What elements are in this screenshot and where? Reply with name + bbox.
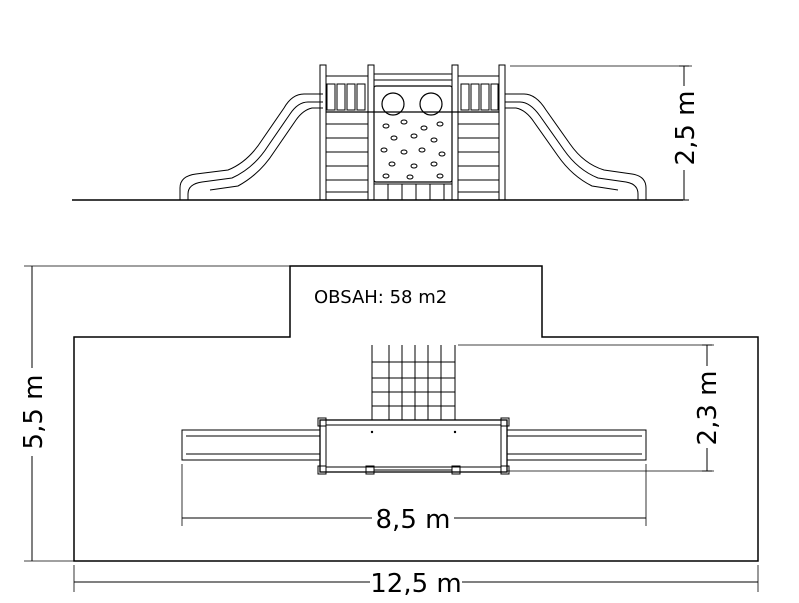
right-slide [505, 93, 647, 200]
climbing-holds [380, 119, 446, 180]
left-slide-plan [181, 429, 320, 461]
zone-length-label: 12,5 m [370, 569, 461, 599]
tower-depth-dimension [458, 344, 714, 472]
equipment-length-label: 8,5 m [376, 505, 451, 535]
play-tower [319, 64, 506, 201]
area-label: OBSAH: 58 m2 [314, 287, 447, 308]
climbing-net [371, 345, 456, 420]
plan-depth-label: 5,5 m [19, 375, 49, 450]
height-dimension [510, 65, 692, 201]
zone-length-dimension [73, 565, 759, 592]
left-slide [179, 93, 323, 200]
safety-zone-outline [73, 265, 759, 562]
side-elevation: 2,5 m [72, 64, 701, 201]
height-dimension-label: 2,5 m [671, 91, 701, 166]
right-slide-plan [507, 429, 647, 461]
equipment-length-dimension [181, 464, 647, 526]
tower-depth-label: 2,3 m [693, 371, 723, 446]
platform-plan [317, 417, 510, 475]
plan-depth-dimension [24, 265, 290, 562]
plan-view: OBSAH: 58 m2 2,3 m 8,5 m 5,5 m [19, 265, 759, 599]
